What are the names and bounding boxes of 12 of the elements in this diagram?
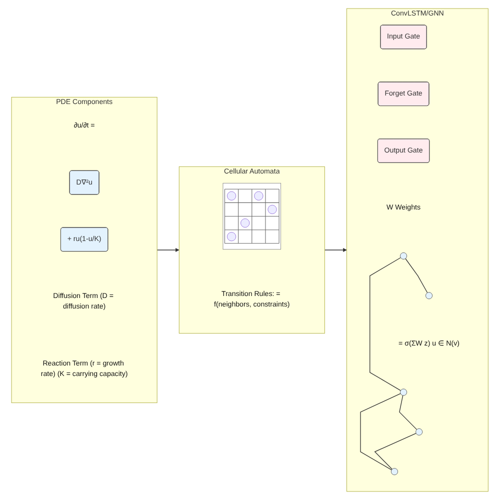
node-circle xyxy=(426,292,433,300)
connector xyxy=(370,257,402,391)
arrow xyxy=(324,248,348,252)
node-circle xyxy=(400,388,408,396)
connector xyxy=(374,432,417,470)
node-circle xyxy=(391,468,398,476)
connector xyxy=(405,258,428,294)
node-circle xyxy=(400,252,408,260)
node-circle xyxy=(416,428,423,436)
connector xyxy=(399,395,418,430)
arrow xyxy=(156,248,180,252)
connector xyxy=(360,393,401,470)
